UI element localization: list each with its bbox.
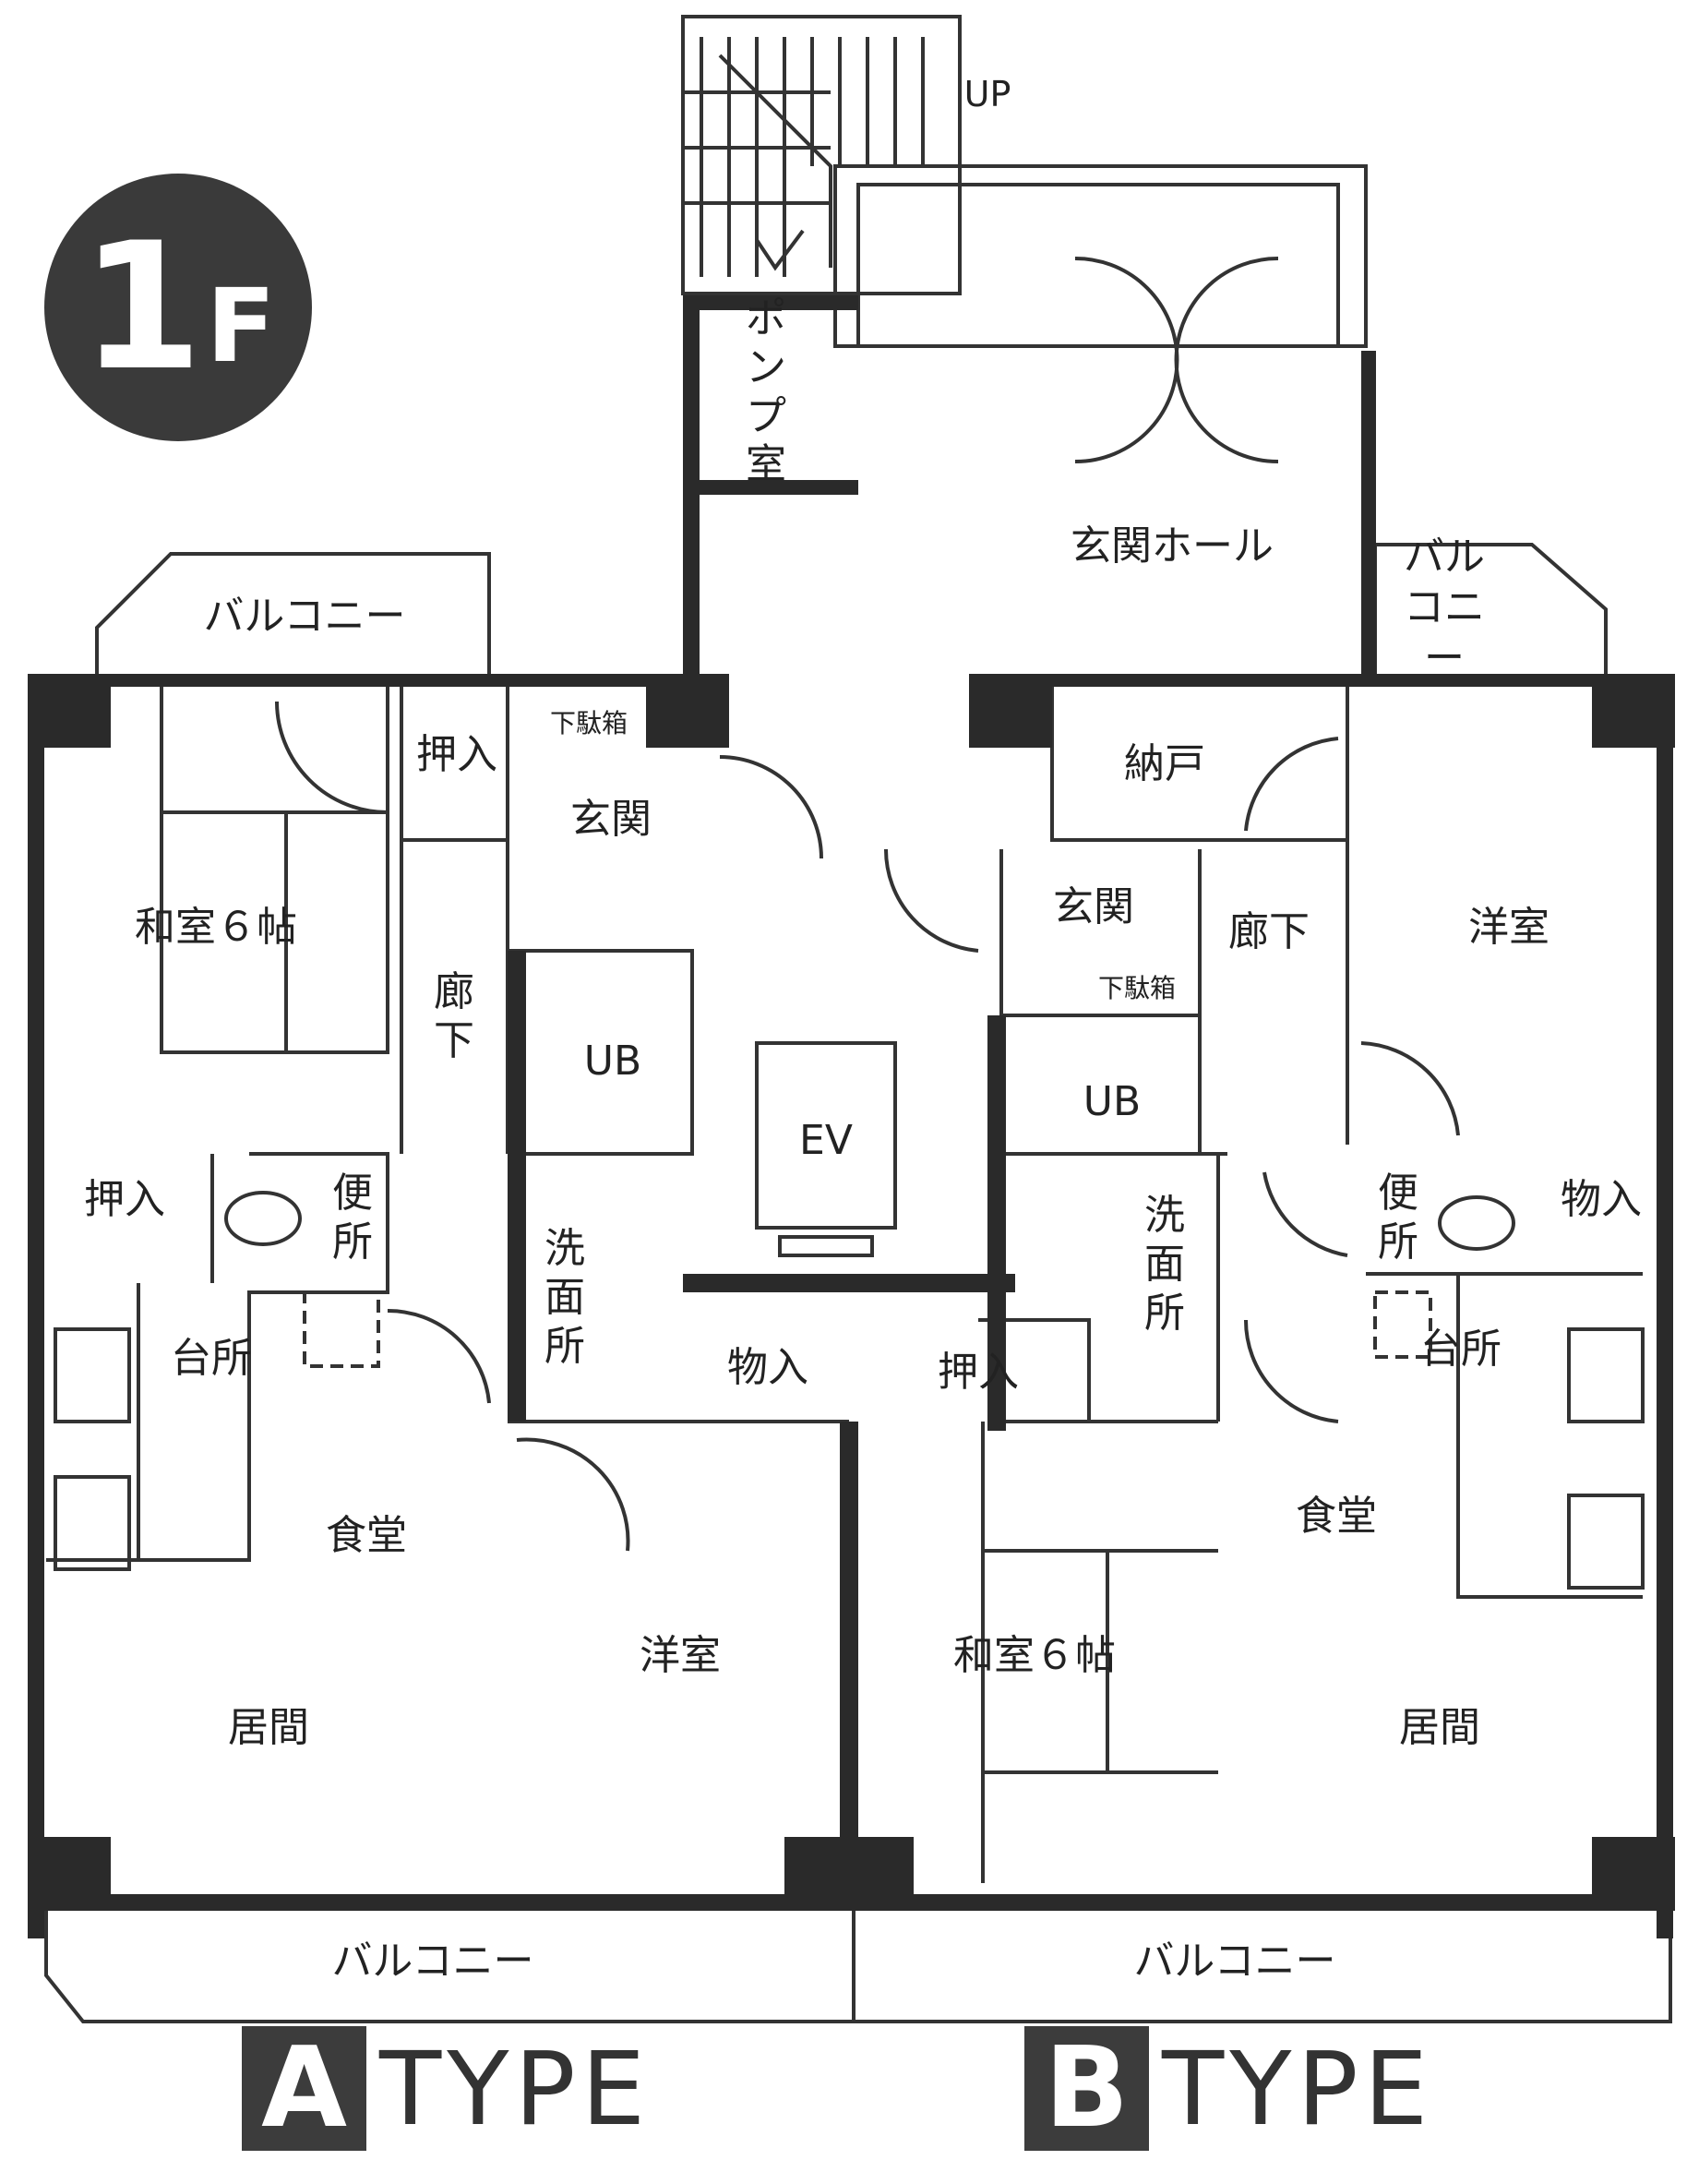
- a-balcony-bottom-label: バルコニー: [331, 1938, 534, 1985]
- b-washroom-label: 洗面所: [1144, 1191, 1185, 1337]
- b-corridor-label: 廊下: [1228, 908, 1310, 955]
- partitions-a: [46, 683, 849, 1562]
- stair-treads: [683, 37, 925, 277]
- wall-b-top: [969, 674, 1670, 687]
- floor-badge: 1 F: [44, 174, 312, 441]
- a-washroom-label: 洗面所: [544, 1224, 585, 1370]
- column-b-br: [1592, 1837, 1675, 1911]
- b-balcony-bottom-label: バルコニー: [1133, 1938, 1336, 1985]
- a-oshiire-left-label: 押入: [84, 1176, 165, 1223]
- floor-number: 1: [80, 205, 203, 409]
- tatami-b: [981, 1422, 1218, 1883]
- a-balcony-top-label: バルコニー: [203, 593, 406, 640]
- type-a-word: TYPE: [379, 2029, 652, 2148]
- entrance-canopy-inner: [856, 183, 1340, 348]
- b-genkan-label: 玄関: [1053, 883, 1134, 930]
- pump-room-label: ポンプ室: [746, 294, 786, 488]
- sink-b: [1567, 1494, 1645, 1590]
- wall-b-core: [987, 1015, 1006, 1431]
- stair-outline: [681, 15, 962, 295]
- entrance-doors: [1074, 256, 1279, 464]
- toilet-a: [224, 1191, 302, 1246]
- a-western-room-label: 洋室: [640, 1632, 721, 1679]
- b-dining-label: 食堂: [1296, 1493, 1377, 1540]
- column-a-tl: [28, 674, 111, 748]
- partitions-b: [978, 683, 1643, 1599]
- elevator-sill: [778, 1235, 874, 1257]
- a-getabako-label: 下駄箱: [549, 708, 628, 738]
- b-nando-label: 納戸: [1124, 740, 1205, 787]
- balcony-a-top-rail: [95, 552, 491, 674]
- stove-b: [1567, 1327, 1645, 1423]
- a-toilet-label: 便所: [332, 1170, 373, 1266]
- a-dining-label: 食堂: [326, 1512, 407, 1559]
- stove-a: [54, 1327, 131, 1423]
- b-oshiire-label: 押入: [938, 1349, 1019, 1396]
- b-storage-label: 物入: [1561, 1176, 1642, 1223]
- toilet-b: [1438, 1195, 1515, 1251]
- a-storage-label: 物入: [727, 1344, 808, 1391]
- a-living-label: 居間: [228, 1704, 309, 1751]
- balcony-bottom-rail: [44, 1911, 1672, 2023]
- b-washitsu-label: 和室６帖: [953, 1632, 1116, 1679]
- type-b-legend: B TYPE: [1024, 2026, 1433, 2151]
- wall-hall-right: [1361, 351, 1376, 683]
- elevator-car: [755, 1041, 897, 1230]
- floor-unit: F: [206, 267, 276, 385]
- stairs-up-label: UP: [963, 74, 1011, 114]
- column-center-b: [784, 1837, 914, 1911]
- b-kitchen-label: 台所: [1420, 1326, 1502, 1373]
- door-arcs: [275, 701, 1460, 1552]
- a-genkan-label: 玄関: [570, 796, 652, 843]
- a-unit-bath-label: UB: [583, 1038, 642, 1085]
- stair-arrow: [718, 54, 832, 271]
- b-balcony-top-label: バルコニー: [1404, 533, 1485, 682]
- wall-left: [28, 674, 44, 1938]
- wall-center: [840, 1422, 858, 1911]
- a-kitchen-label: 台所: [171, 1335, 252, 1382]
- b-western-room-label: 洋室: [1468, 904, 1549, 951]
- tatami-a: [162, 810, 388, 1052]
- wall-pump-bottom: [683, 480, 858, 495]
- wall-a-top: [28, 674, 729, 687]
- entrance-hall-label: 玄関ホール: [1071, 522, 1274, 570]
- wall-pump: [683, 295, 858, 310]
- a-corridor-label: 廊下: [434, 968, 474, 1064]
- b-living-label: 居間: [1399, 1704, 1480, 1751]
- type-b-letter: B: [1024, 2026, 1149, 2151]
- type-a-letter: A: [242, 2026, 366, 2151]
- type-b-word: TYPE: [1162, 2029, 1434, 2148]
- wall-right: [1657, 674, 1673, 1938]
- column-a-bl: [28, 1837, 111, 1911]
- column-b-tl: [969, 674, 1052, 748]
- b-toilet-label: 便所: [1378, 1170, 1418, 1266]
- a-washitsu-label: 和室６帖: [135, 904, 297, 951]
- column-a-tr: [646, 674, 729, 748]
- elevator-label: EV: [799, 1117, 853, 1164]
- sink-a: [54, 1475, 131, 1571]
- a-oshiire-top-label: 押入: [416, 731, 497, 778]
- fridge-b: [1373, 1290, 1432, 1359]
- b-unit-bath-label: UB: [1083, 1078, 1142, 1125]
- fridge-a: [303, 1290, 380, 1368]
- wall-core-bottom: [683, 1274, 1015, 1292]
- wall-a-core: [508, 951, 526, 1422]
- b-getabako-label: 下駄箱: [1097, 973, 1177, 1003]
- entrance-canopy: [833, 164, 1368, 348]
- column-b-tr: [1592, 674, 1675, 748]
- type-a-legend: A TYPE: [242, 2026, 651, 2151]
